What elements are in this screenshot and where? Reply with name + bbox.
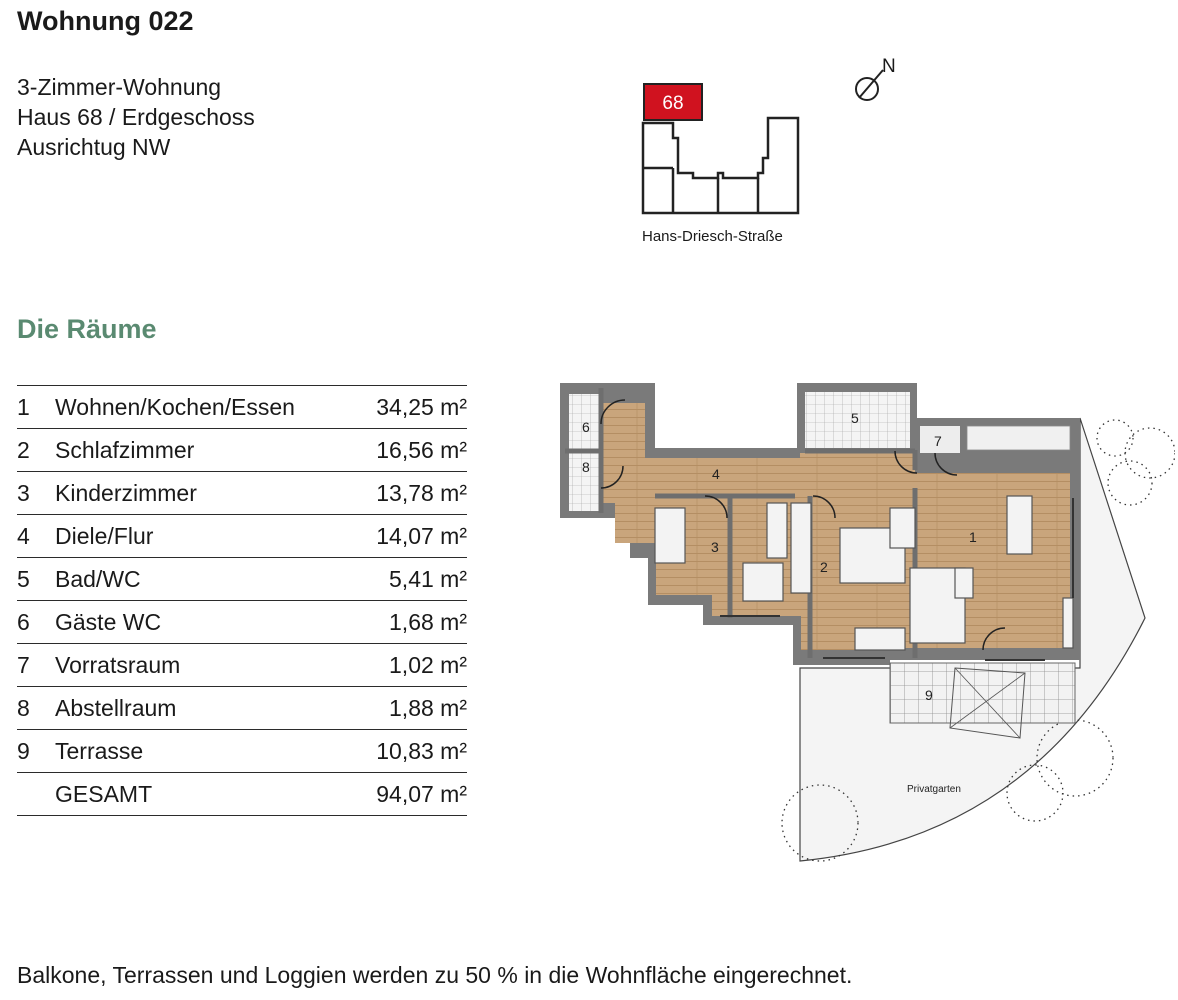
room-label-7: 7	[934, 433, 942, 449]
room-label-3: 3	[711, 539, 719, 555]
key-plan-buildings	[641, 116, 800, 215]
furniture	[654, 495, 1074, 651]
north-arrow-icon	[855, 69, 884, 101]
private-garden	[799, 417, 1146, 862]
page-title: Wohnung 022	[17, 6, 194, 36]
garden-trees	[781, 419, 1175, 862]
rooms-section-title: Die Räume	[17, 314, 157, 344]
door-swings	[600, 399, 1006, 651]
room-pantry	[920, 426, 960, 453]
footer-note: Balkone, Terrassen und Loggien werden zu…	[17, 962, 853, 988]
room-label-4: 4	[712, 466, 720, 482]
key-plan	[641, 116, 800, 215]
apartment-location: Haus 68 / Erdgeschoss	[17, 104, 255, 130]
apartment-type: 3-Zimmer-Wohnung	[17, 74, 222, 100]
room-label-9: 9	[925, 687, 933, 703]
floor-plan: 1 2 3 4 5 6 7 8 9 Privatgarten	[560, 383, 1175, 862]
apartment-meta: 3-Zimmer-Wohnung Haus 68 / Erdgeschoss A…	[17, 72, 255, 162]
windows	[720, 498, 1074, 661]
room-guest-wc	[569, 394, 599, 449]
north-label: N	[882, 56, 896, 77]
total-area: 94,07 m²	[353, 772, 467, 816]
room-bath	[805, 392, 910, 448]
total-label: GESAMT	[55, 772, 354, 816]
kitchen-counter	[966, 425, 1071, 451]
room-label-2: 2	[820, 559, 828, 575]
room-label-6: 6	[582, 419, 590, 435]
room-label-5: 5	[851, 410, 859, 426]
room-label-1: 1	[969, 529, 977, 545]
house-badge: 68	[643, 83, 703, 121]
terrace	[889, 662, 1076, 724]
room-label-8: 8	[582, 459, 590, 475]
street-label: Hans-Driesch-Straße	[642, 228, 783, 245]
room-storage	[569, 453, 599, 511]
garden-label: Privatgarten	[907, 784, 961, 795]
apartment-orientation: Ausrichtug NW	[17, 134, 171, 160]
